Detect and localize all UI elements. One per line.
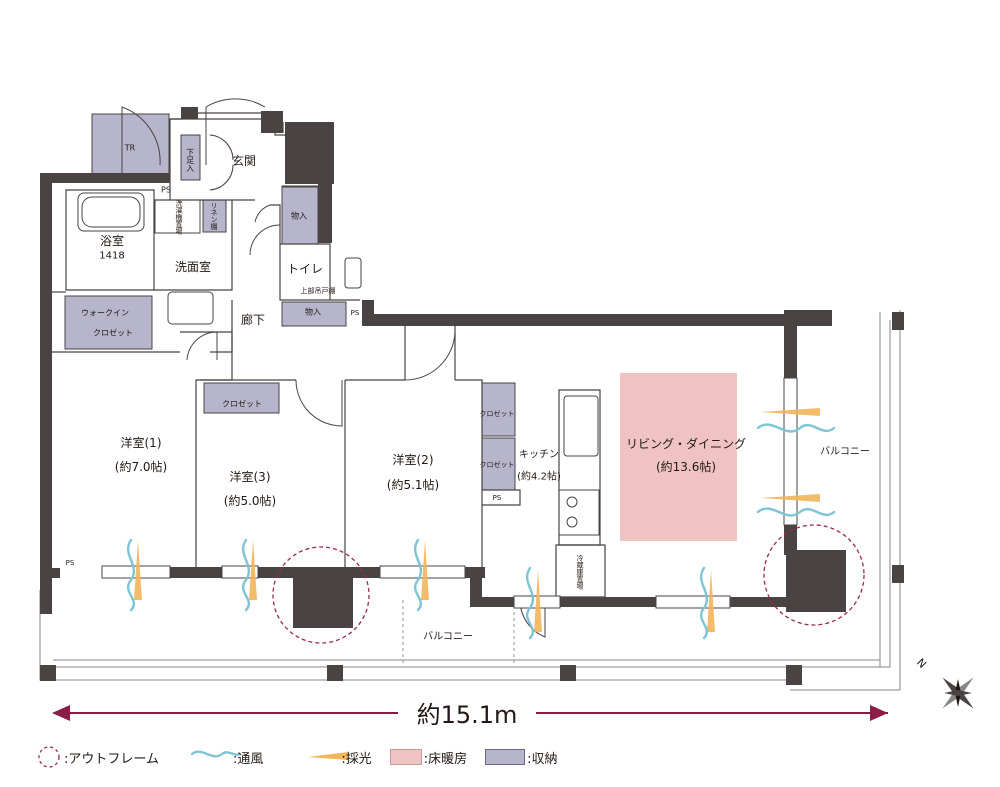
legend-storage-text: :収納 [527,751,558,767]
balcony-railing [39,310,901,691]
compass-icon: N [914,656,974,709]
storage-areas [64,113,516,491]
toilet-shelf-label: 上部吊戸棚 [300,286,336,295]
linen-label: リネン棚 [210,202,219,230]
svg-text:N: N [914,656,929,671]
balcony-divider [402,600,515,664]
legend-outframe-text: :アウトフレーム [64,751,159,767]
entrance-label: 玄関 [231,154,257,169]
overall-width-dimension: 約15.1m [398,695,536,730]
toilet-label: トイレ [286,262,324,277]
ps-kitchen-label: PS [492,493,502,502]
legend-ventilation: :通風 [177,748,263,767]
daylight-markers [134,408,820,632]
ventilation-markers [126,423,836,640]
storage-top-label: 物入 [291,211,307,221]
balcony-east-label: バルコニー [820,446,870,458]
legend-floor-heating: :床暖房 [389,748,468,767]
bath-label: 浴室 [99,234,125,249]
ps-left-label: PS [65,558,75,567]
kitchen-size-label: (約4.2帖) [517,471,561,483]
bath-size-label: 1418 [99,250,125,262]
western3-label: 洋室(3) [229,470,271,485]
outframe-legend-icon [38,746,60,768]
legend-ventilation-text: :通風 [233,751,264,767]
ps-toilet-label: PS [350,308,360,317]
western2-closet-a-label: クロゼット [479,409,515,418]
walls [40,107,904,685]
kitchen-label: キッチン [519,449,559,461]
legend-daylight-text: :採光 [341,751,372,767]
ps-top-label: PS [161,185,171,195]
storage-swatch [485,749,526,765]
tr-label: TR [124,143,136,153]
legend: :アウトフレーム :通風 :採光 :床暖房 :収納 [36,746,576,768]
hall-label: 廊下 [240,313,266,328]
western2-closet-b-label: クロゼット [479,460,515,469]
outframe-markers [272,524,865,644]
washroom-label: 洗面室 [174,260,212,275]
fridge-label: 冷蔵庫置場 [576,554,585,590]
walkin-label: ウォークイン [81,308,129,318]
western1-label: 洋室(1) [120,436,162,451]
balcony-south-label: バルコニー [423,631,473,643]
western1-size-label: (約7.0帖) [114,460,168,475]
fixtures [77,185,600,536]
floor-heating-area [620,373,737,541]
door-swings [121,98,546,638]
ventilation-legend-icon [190,750,242,758]
daylight-legend-icon [308,752,348,760]
washer-label: 洗濯機置場 [175,199,184,235]
shoe-storage-label: 下足入 [185,148,195,172]
legend-daylight: :採光 [281,748,371,767]
western3-closet-label: クロゼット [222,399,262,409]
western3-size-label: (約5.0帖) [223,494,277,509]
living-size-label: (約13.6帖) [655,460,717,475]
western2-size-label: (約5.1帖) [386,478,440,493]
legend-storage: :収納 [485,748,558,767]
living-label: リビング・ダイニング [625,437,747,452]
walkin-closet-label: クロゼット [93,328,133,338]
legend-outframe: :アウトフレーム [36,748,159,767]
storage-bottom-label: 物入 [305,307,321,317]
legend-swatches [38,746,348,768]
western2-label: 洋室(2) [392,453,434,468]
floor-heating-swatch [389,749,422,765]
legend-floor-heating-text: :床暖房 [423,751,468,767]
